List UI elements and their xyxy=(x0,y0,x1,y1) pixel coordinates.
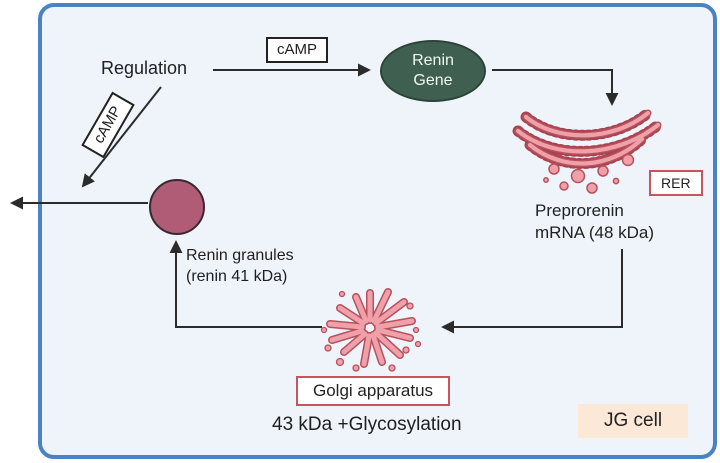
preprorenin-label: Preprorenin mRNA (48 kDa) xyxy=(535,200,654,244)
renin-granules-line1: Renin granules xyxy=(186,247,294,264)
renin-gene-node: Renin Gene xyxy=(380,40,486,102)
renin-granules-label: Renin granules (renin 41 kDa) xyxy=(186,245,294,287)
golgi-label-box: Golgi apparatus xyxy=(296,376,451,406)
golgi-label-text: Golgi apparatus xyxy=(313,381,434,400)
arrow-renin-gene-to-rer xyxy=(492,69,619,106)
renin-gene-line2: Gene xyxy=(413,72,453,89)
camp-box-top: cAMP xyxy=(266,37,329,63)
glycosylation-label: 43 kDa +Glycosylation xyxy=(272,414,462,435)
renin-granules-line2: (renin 41 kDa) xyxy=(186,268,288,285)
rer-label-box: RER xyxy=(649,170,703,196)
arrow-regulation-camp-diagonal xyxy=(81,86,162,188)
preprorenin-line1: Preprorenin xyxy=(535,201,624,220)
golgi-illustration-icon xyxy=(320,288,422,372)
renin-gene-line1: Renin xyxy=(412,52,454,69)
camp-box-top-text: cAMP xyxy=(277,41,318,58)
jg-cell-badge: JG cell xyxy=(578,404,689,438)
rer-label-text: RER xyxy=(661,175,691,191)
rer-illustration-icon xyxy=(512,107,664,194)
renin-granule-icon xyxy=(149,179,205,235)
arrow-mrna-to-golgi xyxy=(441,249,623,334)
jg-cell-badge-text: JG cell xyxy=(604,410,663,431)
arrow-golgi-to-granule xyxy=(169,240,322,328)
regulation-label: Regulation xyxy=(101,58,188,78)
preprorenin-line2: mRNA (48 kDa) xyxy=(535,223,655,242)
